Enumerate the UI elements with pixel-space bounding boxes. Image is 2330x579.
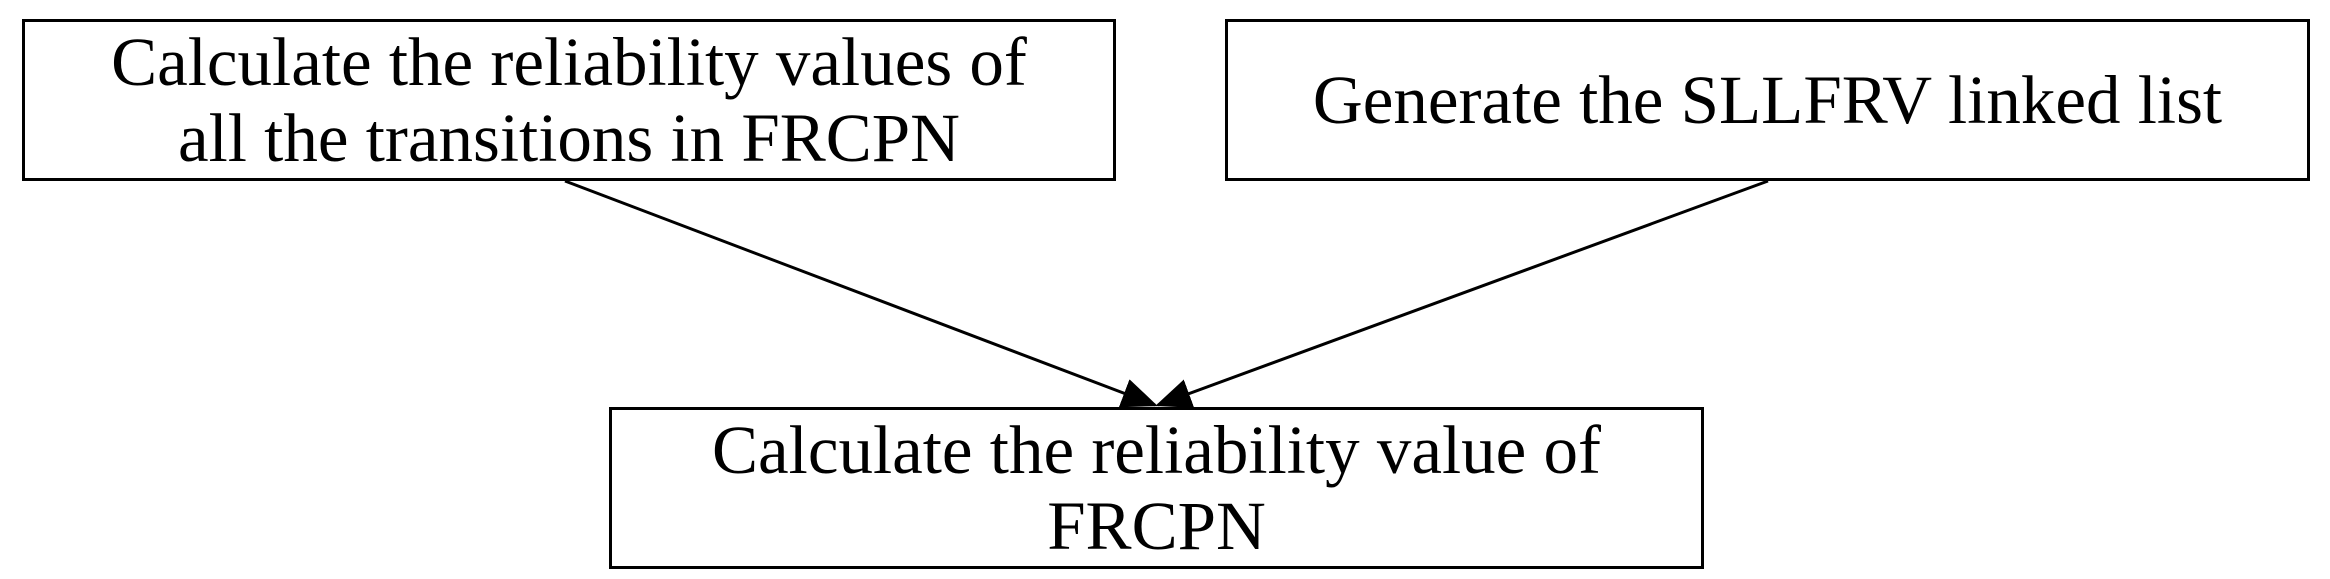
arrow-left-to-bottom <box>564 179 1158 408</box>
calculate-frcpn-reliability-box: Calculate the reliability value of FRCPN <box>609 407 1704 569</box>
box-text-line: Calculate the reliability values of <box>111 24 1027 100</box>
box-text-line: Calculate the reliability value of <box>712 412 1601 488</box>
arrow-right-to-bottom <box>1155 179 1769 408</box>
generate-sllfrv-list-box: Generate the SLLFRV linked list <box>1225 19 2310 181</box>
box-text-line: all the transitions in FRCPN <box>177 100 961 176</box>
box-text-line: FRCPN <box>1047 488 1266 564</box>
calculate-transition-reliabilities-box: Calculate the reliability values of all … <box>22 19 1116 181</box>
box-text-line: Generate the SLLFRV linked list <box>1312 62 2223 138</box>
